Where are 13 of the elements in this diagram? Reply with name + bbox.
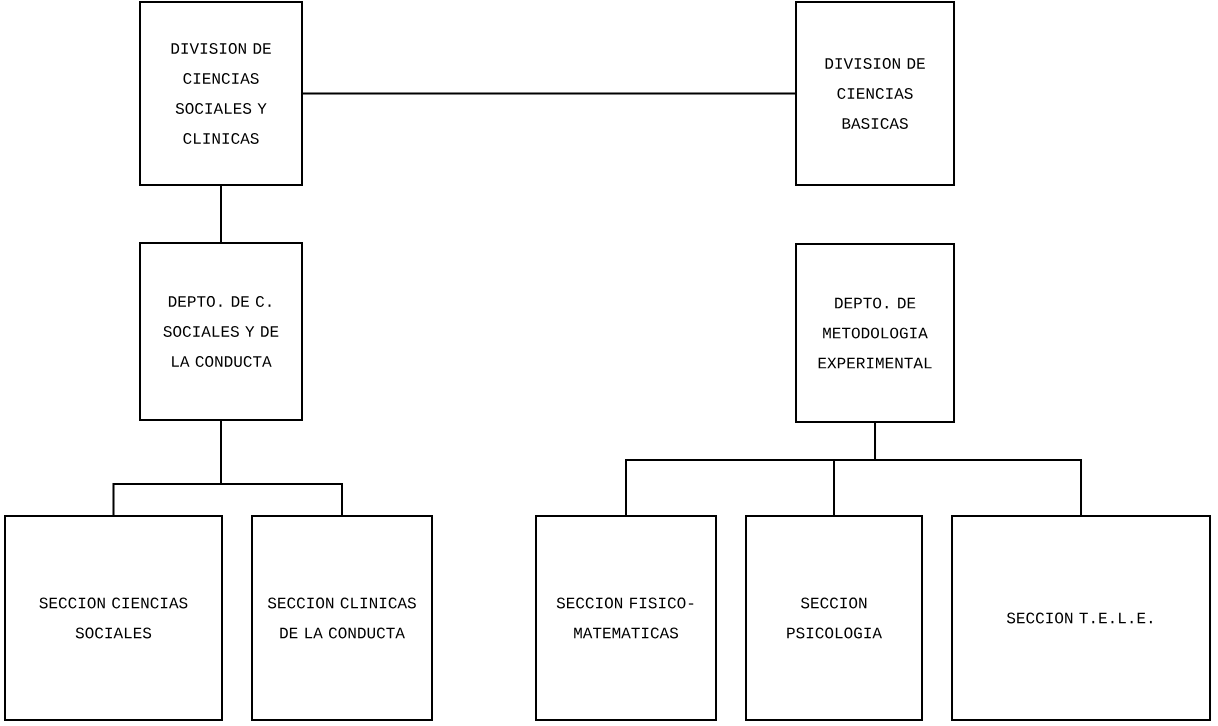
- connector-line: [874, 422, 1082, 516]
- org-box: DIVISION DE CIENCIAS SOCIALES Y CLINICAS: [139, 1, 303, 186]
- connector-line: [302, 92, 796, 95]
- org-box: SECCION PSICOLOGIA: [745, 515, 923, 721]
- org-box: DIVISION DE CIENCIAS BASICAS: [795, 1, 955, 186]
- connector-line: [220, 185, 222, 243]
- connector-line: [220, 420, 343, 516]
- org-box: DEPTO. DE METODOLOGIA EXPERIMENTAL: [795, 243, 955, 423]
- org-box: SECCION CLINICAS DE LA CONDUCTA: [251, 515, 433, 721]
- org-box: SECCION FISICO- MATEMATICAS: [535, 515, 717, 721]
- org-box: SECCION T.E.L.E.: [951, 515, 1211, 721]
- org-box: DEPTO. DE C. SOCIALES Y DE LA CONDUCTA: [139, 242, 303, 421]
- org-box: SECCION CIENCIAS SOCIALES: [4, 515, 223, 721]
